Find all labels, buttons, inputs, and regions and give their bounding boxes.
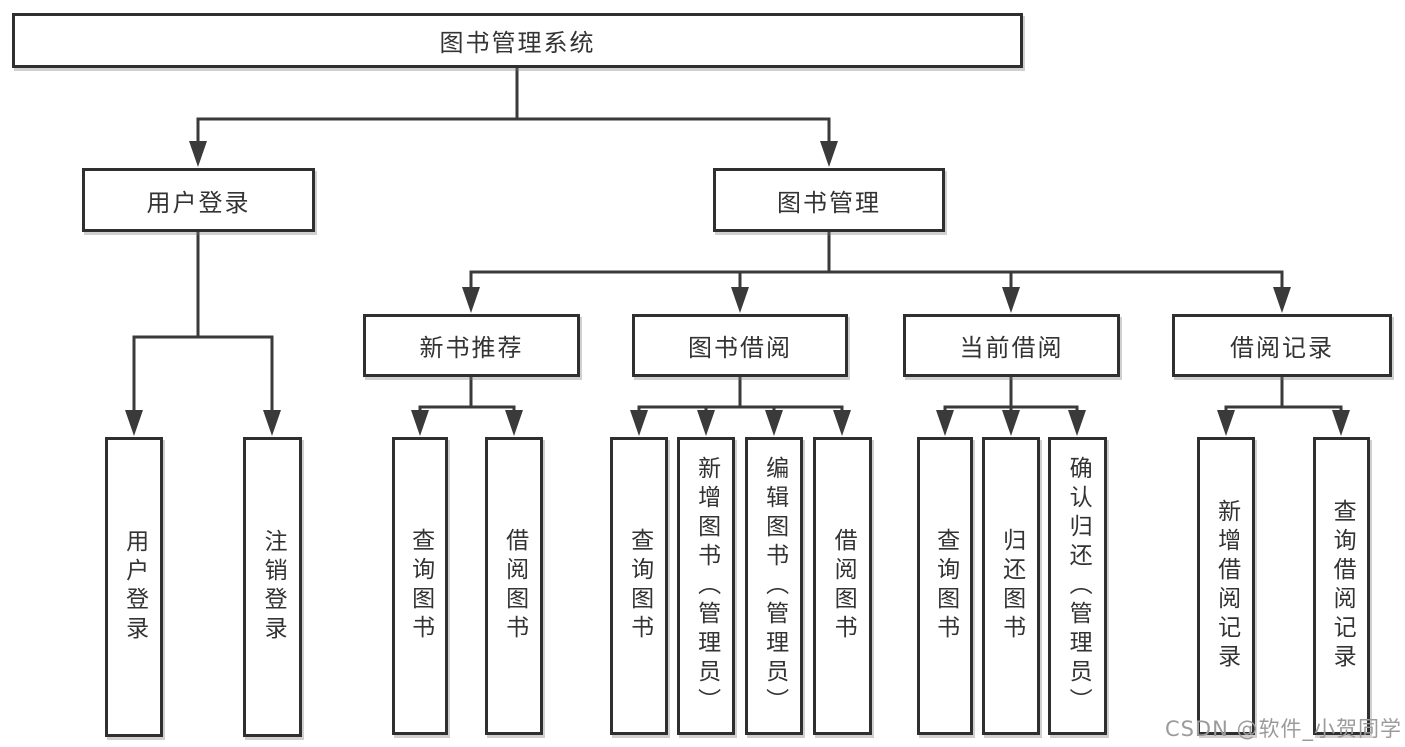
node-root-system: 图书管理系统 xyxy=(12,13,1023,68)
node-query-books-borrowing: 查询图书 xyxy=(610,437,668,735)
node-add-books-admin: 新增图书（管理员） xyxy=(677,437,735,735)
node-book-borrowing: 图书借阅 xyxy=(632,314,848,377)
arrowhead-icon xyxy=(1217,410,1235,436)
node-query-books-current: 查询图书 xyxy=(917,437,973,735)
arrowhead-icon xyxy=(1273,287,1291,313)
arrowhead-icon xyxy=(936,410,954,436)
arrowhead-icon xyxy=(263,410,281,436)
arrowhead-icon xyxy=(1002,287,1020,313)
node-return-books: 归还图书 xyxy=(982,437,1040,735)
node-add-borrowing-record: 新增借阅记录 xyxy=(1197,437,1255,735)
node-logout-login: 注销登录 xyxy=(243,437,302,737)
arrowhead-icon xyxy=(125,410,143,436)
arrowhead-icon xyxy=(630,410,648,436)
node-borrow-books-recommend: 借阅图书 xyxy=(485,437,543,735)
node-confirm-return-admin: 确认归还（管理员） xyxy=(1048,437,1107,735)
arrowhead-icon xyxy=(1002,410,1020,436)
arrowhead-icon xyxy=(697,410,715,436)
arrowhead-icon xyxy=(833,410,851,436)
node-query-borrowing-record: 查询借阅记录 xyxy=(1313,437,1370,735)
node-edit-books-admin: 编辑图书（管理员） xyxy=(745,437,803,735)
arrowhead-icon xyxy=(411,410,429,436)
node-query-books-recommend: 查询图书 xyxy=(392,437,448,735)
arrowhead-icon xyxy=(731,287,749,313)
node-user-login: 用户登录 xyxy=(105,437,163,737)
arrowhead-icon xyxy=(1332,410,1350,436)
watermark: CSDN @软件_小贺同学 xyxy=(1164,717,1402,741)
node-borrowing-records: 借阅记录 xyxy=(1172,314,1392,377)
node-book-management: 图书管理 xyxy=(713,168,945,232)
arrowhead-icon xyxy=(1068,410,1086,436)
node-borrow-books-borrowing: 借阅图书 xyxy=(813,437,872,735)
arrowhead-icon xyxy=(462,287,480,313)
arrowhead-icon xyxy=(820,141,838,167)
node-current-borrowing: 当前借阅 xyxy=(903,314,1120,377)
node-user-login-group: 用户登录 xyxy=(82,168,315,232)
arrowhead-icon xyxy=(189,141,207,167)
node-new-book-recommendation: 新书推荐 xyxy=(363,314,580,377)
arrowhead-icon xyxy=(765,410,783,436)
arrowhead-icon xyxy=(505,410,523,436)
